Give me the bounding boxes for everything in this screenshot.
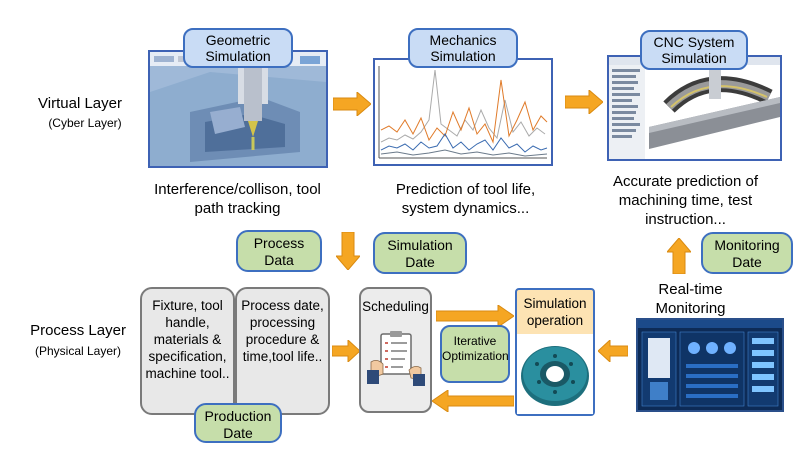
simulation-image-area bbox=[517, 334, 593, 414]
production-date-label: Production Date bbox=[194, 403, 282, 443]
resources-box: Fixture, tool handle, materials & specif… bbox=[140, 287, 235, 415]
monitoring-screen-image bbox=[636, 318, 784, 412]
virtual-layer-subtitle: (Cyber Layer) bbox=[48, 116, 122, 130]
arrow-right-icon bbox=[436, 305, 514, 327]
arrow-left-icon bbox=[598, 340, 628, 362]
arrow-right-icon bbox=[565, 90, 603, 114]
mechanics-simulation-label: Mechanics Simulation bbox=[408, 28, 518, 68]
process-layer-subtitle: (Physical Layer) bbox=[34, 344, 122, 358]
brake-disc-icon bbox=[521, 346, 589, 406]
arrow-left-icon bbox=[432, 390, 514, 412]
arrow-up-icon bbox=[667, 238, 691, 274]
scheduling-box: Scheduling bbox=[359, 287, 432, 413]
geometric-caption: Interference/collison, tool path trackin… bbox=[154, 181, 321, 217]
cnc-simulation-label: CNC System Simulation bbox=[640, 30, 748, 70]
process-data-label: Process Data bbox=[236, 230, 322, 272]
virtual-layer-title: Virtual Layer bbox=[38, 95, 122, 112]
cnc-simulation-image bbox=[607, 55, 782, 161]
arrow-down-icon bbox=[336, 232, 360, 270]
monitoring-date-label: Monitoring Date bbox=[701, 232, 793, 274]
clipboard-icon bbox=[366, 331, 425, 386]
process-date-box: Process date, processing procedure & tim… bbox=[235, 287, 330, 415]
arrow-right-icon bbox=[333, 92, 371, 116]
cnc-caption: Accurate prediction of machining time, t… bbox=[612, 173, 759, 228]
arrow-right-icon bbox=[332, 340, 360, 362]
process-layer-title: Process Layer bbox=[30, 322, 126, 339]
realtime-monitoring-label: Real-time Monitoring bbox=[655, 281, 726, 317]
simulation-operation-box: Simulation operation bbox=[515, 288, 595, 416]
mechanics-caption: Prediction of tool life, system dynamics… bbox=[395, 181, 536, 217]
iterative-optimization-label: Iterative Optimization bbox=[440, 325, 510, 383]
scheduling-label: Scheduling bbox=[362, 299, 429, 314]
simulation-date-label: Simulation Date bbox=[373, 232, 467, 274]
mechanics-simulation-chart bbox=[373, 58, 553, 166]
geometric-simulation-label: Geometric Simulation bbox=[183, 28, 293, 68]
simulation-operation-label: Simulation operation bbox=[523, 296, 587, 328]
